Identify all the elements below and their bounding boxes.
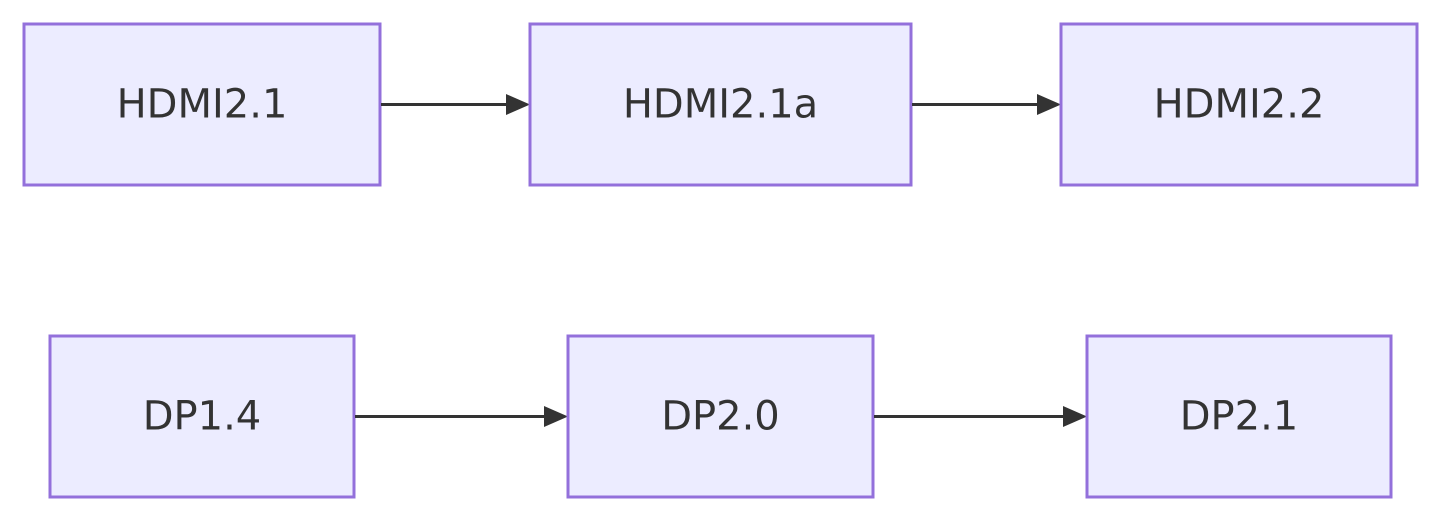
arrowhead-icon	[544, 406, 568, 427]
node-hdmi-2-2[interactable]: HDMI2.2	[1059, 22, 1419, 187]
edge-hdmi-2-1-to-hdmi-2-1a	[381, 94, 530, 115]
dp-chain: DP1.4 DP2.0 DP2.1	[48, 334, 1393, 499]
node-label: DP2.1	[1180, 394, 1299, 440]
node-dp-2-1[interactable]: DP2.1	[1085, 334, 1393, 499]
node-hdmi-2-1[interactable]: HDMI2.1	[22, 22, 382, 187]
node-label: HDMI2.1a	[623, 82, 818, 128]
arrowhead-icon	[1063, 406, 1087, 427]
node-label: HDMI2.2	[1154, 82, 1325, 128]
arrowhead-icon	[506, 94, 530, 115]
arrowhead-icon	[1037, 94, 1061, 115]
node-label: DP1.4	[143, 394, 262, 440]
node-dp-1-4[interactable]: DP1.4	[48, 334, 356, 499]
node-label: DP2.0	[661, 394, 780, 440]
node-hdmi-2-1a[interactable]: HDMI2.1a	[528, 22, 913, 187]
hdmi-chain: HDMI2.1 HDMI2.1a HDMI2.2	[22, 22, 1419, 187]
edge-dp-2-0-to-dp-2-1	[874, 406, 1087, 427]
edge-hdmi-2-1a-to-hdmi-2-2	[912, 94, 1061, 115]
node-dp-2-0[interactable]: DP2.0	[566, 334, 875, 499]
edge-dp-1-4-to-dp-2-0	[355, 406, 568, 427]
node-label: HDMI2.1	[117, 82, 288, 128]
